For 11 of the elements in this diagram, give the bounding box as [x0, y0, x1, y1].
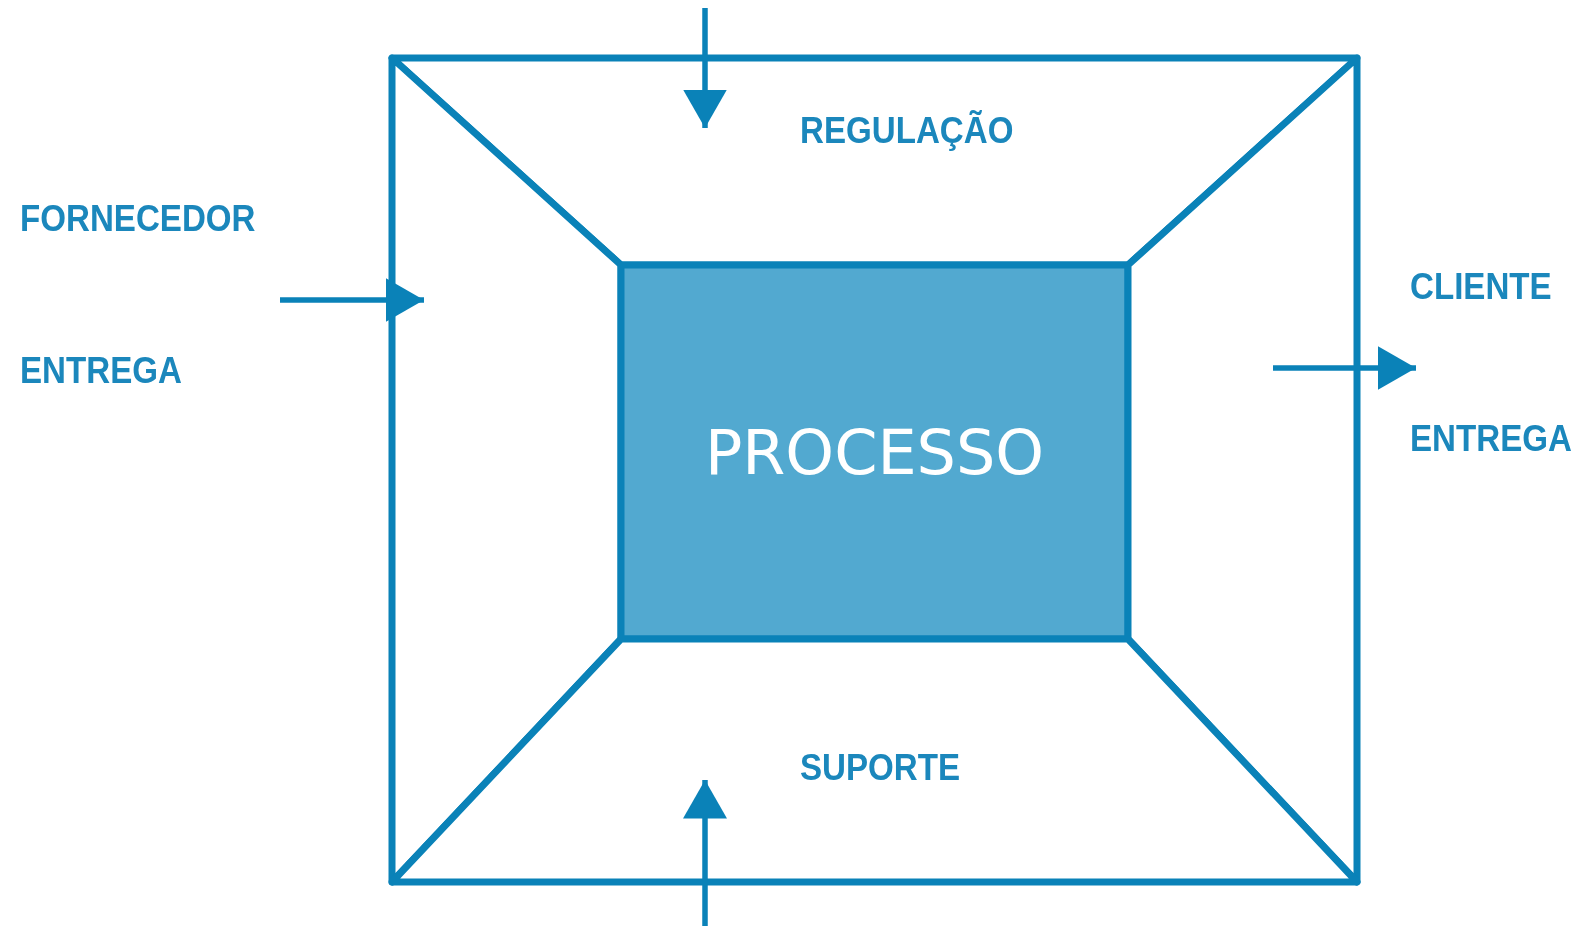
- band-label: SUPORTE: [800, 747, 961, 789]
- side-label: ENTREGA: [20, 350, 182, 392]
- side-label: ENTREGA: [1410, 418, 1572, 460]
- band-label: REGULAÇÃO: [800, 110, 1014, 152]
- side-label: CLIENTE: [1410, 266, 1552, 308]
- arrow: [683, 8, 727, 128]
- side-label: FORNECEDOR: [20, 198, 256, 240]
- arrow: [280, 278, 424, 322]
- arrow: [1273, 346, 1416, 390]
- arrow: [683, 780, 727, 926]
- process-label: PROCESSO: [704, 415, 1045, 489]
